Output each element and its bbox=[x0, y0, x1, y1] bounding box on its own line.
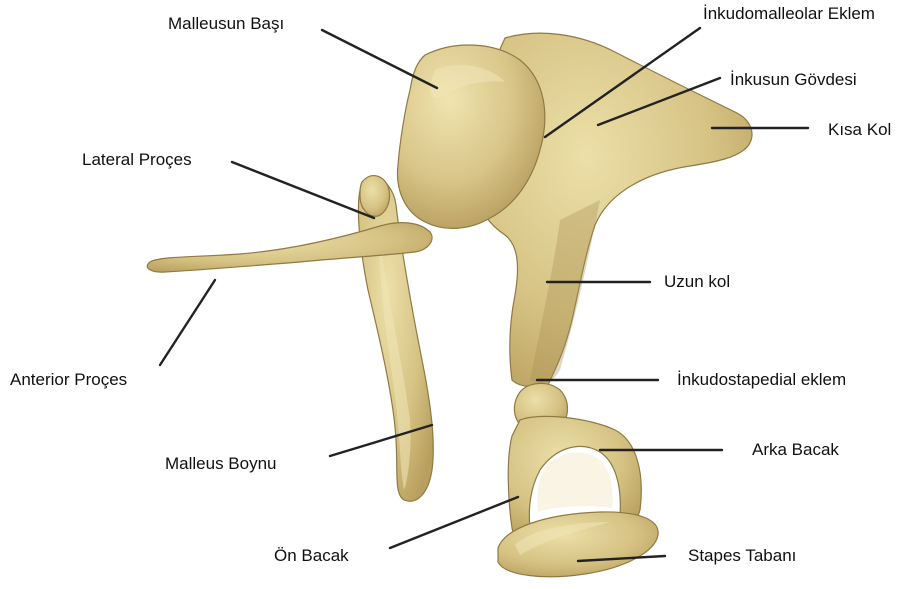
label-lateral-process: Lateral Proçes bbox=[82, 150, 192, 170]
label-short-process: Kısa Kol bbox=[828, 120, 891, 140]
label-incudomalleolar-joint: İnkudomalleolar Eklem bbox=[703, 4, 875, 24]
stapes-obturator-gap bbox=[537, 452, 612, 512]
label-anterior-crus: Ön Bacak bbox=[274, 546, 349, 566]
label-anterior-process: Anterior Proçes bbox=[10, 370, 127, 390]
label-incus-body: İnkusun Gövdesi bbox=[730, 70, 857, 90]
label-posterior-crus: Arka Bacak bbox=[752, 440, 839, 460]
label-malleus-head: Malleusun Başı bbox=[168, 14, 284, 34]
label-incudostapedial-joint: İnkudostapedial eklem bbox=[677, 370, 846, 390]
label-stapes-footplate: Stapes Tabanı bbox=[688, 546, 796, 566]
label-long-process: Uzun kol bbox=[664, 272, 730, 292]
label-malleus-neck: Malleus Boynu bbox=[165, 454, 277, 474]
malleus-lateral-process bbox=[360, 176, 390, 217]
